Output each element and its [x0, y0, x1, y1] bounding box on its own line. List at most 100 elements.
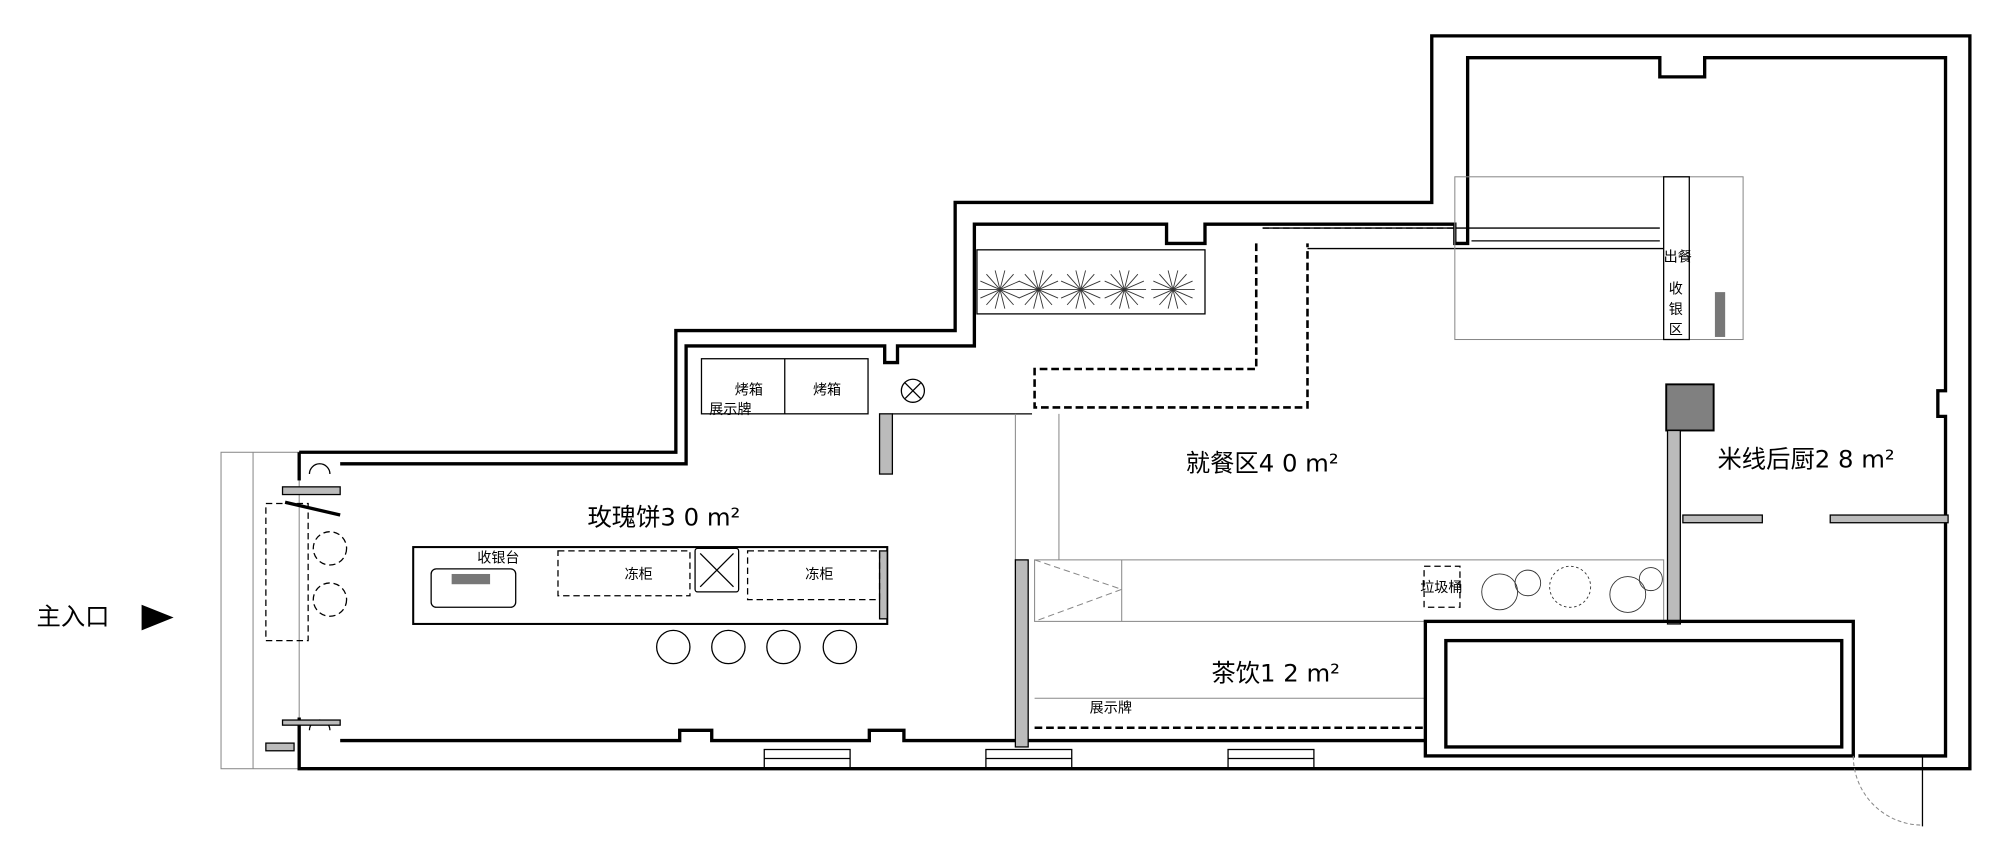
plant-leaf	[1024, 273, 1039, 290]
plant-leaf	[1038, 273, 1053, 290]
plant-leaf	[1159, 273, 1174, 290]
stepped-partition	[1033, 243, 1309, 409]
plant-leaf	[1066, 273, 1082, 290]
entry-dashed-rack	[265, 502, 309, 642]
exhaust-fan-icon	[900, 378, 926, 403]
column	[878, 413, 894, 475]
windows	[265, 486, 1315, 770]
plant-leaf	[1123, 289, 1130, 309]
plant-leaf	[994, 289, 1001, 309]
plant-leaf	[1060, 280, 1081, 290]
room-label-tea: 茶饮1 2 m²	[1211, 659, 1340, 688]
entrance-label: 主入口	[37, 602, 110, 631]
shrub-icons	[1481, 565, 1663, 613]
oven-label-2: 烤箱	[813, 383, 841, 399]
storage-inner	[1444, 638, 1844, 749]
plant-leaf	[1033, 289, 1039, 309]
freezer-1	[557, 550, 691, 597]
cash-register-icon	[430, 568, 517, 608]
cashier-area-label-2: 银	[1669, 302, 1683, 318]
plant-leaf	[1172, 289, 1187, 306]
plant-leaf	[1038, 289, 1044, 309]
kitchen-wall	[1666, 429, 1681, 625]
plant-leaf	[1080, 280, 1101, 290]
plant-leaf	[1172, 289, 1193, 299]
plant-leaf	[1124, 289, 1145, 299]
pos-terminal-icon	[1714, 292, 1726, 337]
plant-leaf	[999, 273, 1014, 290]
room-label-dining: 就餐区4 0 m²	[1186, 448, 1339, 477]
plant-leaf	[1110, 289, 1125, 306]
porch	[220, 451, 300, 770]
serving-label: 出餐	[1664, 249, 1692, 265]
dashed-seat	[312, 531, 348, 566]
plant-leaf	[1153, 289, 1174, 299]
kitchen-partition	[1682, 514, 1763, 524]
plant-leaf	[1066, 289, 1082, 306]
plant-leaf	[1060, 289, 1081, 299]
fan-cross	[904, 382, 922, 399]
outer-wall	[297, 34, 1972, 771]
trash-bin	[1423, 565, 1461, 608]
cashier-area-label-1: 收	[1669, 281, 1683, 297]
plant-leaf	[1038, 289, 1053, 306]
plant-leaf	[1075, 289, 1082, 309]
plant-leaf	[1123, 270, 1130, 290]
plant-leaf	[999, 289, 1014, 306]
cashier-label: 收银台	[477, 550, 519, 566]
plant-leaf	[1018, 289, 1039, 299]
plant-leaf	[999, 289, 1006, 309]
tea-wall	[1014, 559, 1029, 748]
plant-leaf	[1172, 273, 1187, 290]
plant-leaf	[999, 270, 1006, 290]
plant-leaf	[1118, 289, 1125, 309]
plant-leaf	[1038, 289, 1059, 299]
storage-block	[1423, 619, 1855, 758]
plant-leaf	[980, 280, 1001, 290]
plant-leaf	[986, 273, 1001, 290]
plant-icons	[978, 270, 1195, 309]
plant-leaf	[999, 289, 1020, 299]
plant-leaf	[1080, 289, 1101, 299]
display-board-label-2: 展示牌	[1090, 699, 1132, 716]
serving-area	[1454, 176, 1744, 341]
plant-leaf	[1124, 280, 1145, 290]
plant-leaf	[1167, 270, 1174, 290]
plant-leaf	[1123, 289, 1139, 306]
plant-leaf	[1159, 289, 1174, 306]
plant-leaf	[1123, 273, 1139, 290]
plant-leaf	[1104, 289, 1125, 299]
plant-leaf	[1153, 280, 1174, 290]
keyboard-icon	[451, 573, 491, 585]
plant-leaf	[1080, 289, 1095, 306]
wall-notch	[308, 463, 331, 731]
door-swing	[1034, 559, 1124, 622]
plant-leaf	[999, 280, 1020, 290]
cashier-area-label-3: 区	[1669, 322, 1683, 338]
plant-leaf	[980, 289, 1001, 299]
plant-leaf	[1118, 270, 1125, 290]
bar-stools	[655, 629, 858, 665]
freezer-label-1: 冻柜	[625, 566, 653, 583]
kitchen-column	[1665, 383, 1715, 432]
trash-bin-label: 垃圾桶	[1420, 580, 1462, 596]
plant-leaf	[986, 289, 1001, 306]
plant-leaf	[1018, 280, 1039, 290]
entrance-arrow-icon	[141, 604, 174, 631]
plant-leaf	[1172, 270, 1179, 290]
plant-leaf	[1110, 273, 1125, 290]
plant-leaf	[1038, 270, 1044, 290]
plant-leaf	[1104, 280, 1125, 290]
freezer-label-2: 冻柜	[805, 566, 833, 583]
room-label-kitchen: 米线后厨2 8 m²	[1717, 445, 1894, 474]
dashed-seat	[312, 582, 348, 617]
plant-leaf	[1080, 270, 1086, 290]
room-label-rose-cake: 玫瑰饼3 0 m²	[587, 502, 740, 531]
plant-leaf	[1167, 289, 1174, 309]
door-arc	[1852, 755, 1923, 826]
plant-leaf	[1172, 280, 1193, 290]
corridor	[1034, 559, 1665, 622]
plant-leaf	[1075, 270, 1082, 290]
counter-end	[878, 550, 888, 620]
